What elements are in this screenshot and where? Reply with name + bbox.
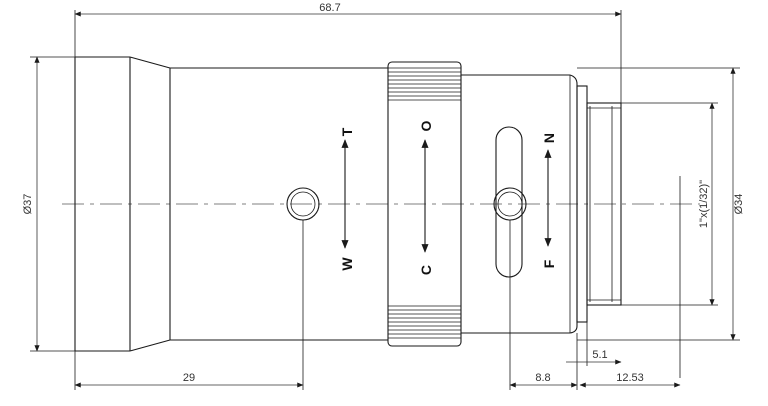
focus-slot-offset-value: 8.8 [535, 372, 550, 384]
dimension-rear-diameter [577, 67, 740, 341]
front-diameter-value: Ø37 [22, 194, 34, 215]
dimension-front-diameter [30, 56, 75, 352]
focus-near-label: N [541, 133, 557, 143]
mount-thread-value: 1"x(1/32)" [698, 180, 710, 228]
rear-diameter-value: Ø34 [733, 194, 745, 215]
lens-barrel [170, 67, 578, 341]
flange-back-value: 12.53 [616, 372, 644, 384]
knurled-iris-ring [387, 61, 462, 347]
focus-far-label: F [541, 259, 557, 268]
dimension-mount-thread [621, 102, 718, 378]
dimension-focus-slot-offset [509, 220, 578, 390]
front-hood [74, 56, 171, 352]
rear-mount [576, 85, 622, 323]
dimension-overall-length [74, 10, 622, 103]
front-to-zoom-screw-value: 29 [183, 372, 195, 384]
dimension-front-to-zoom-screw [74, 220, 304, 390]
overall-length-value: 68.7 [319, 2, 340, 14]
dimension-rear-flange-gap [566, 305, 622, 366]
rear-flange-gap-value: 5.1 [592, 349, 607, 361]
zoom-tele-label: T [339, 127, 355, 136]
iris-open-label: O [418, 120, 434, 131]
zoom-wide-label: W [339, 257, 355, 271]
iris-close-label: C [418, 265, 434, 275]
